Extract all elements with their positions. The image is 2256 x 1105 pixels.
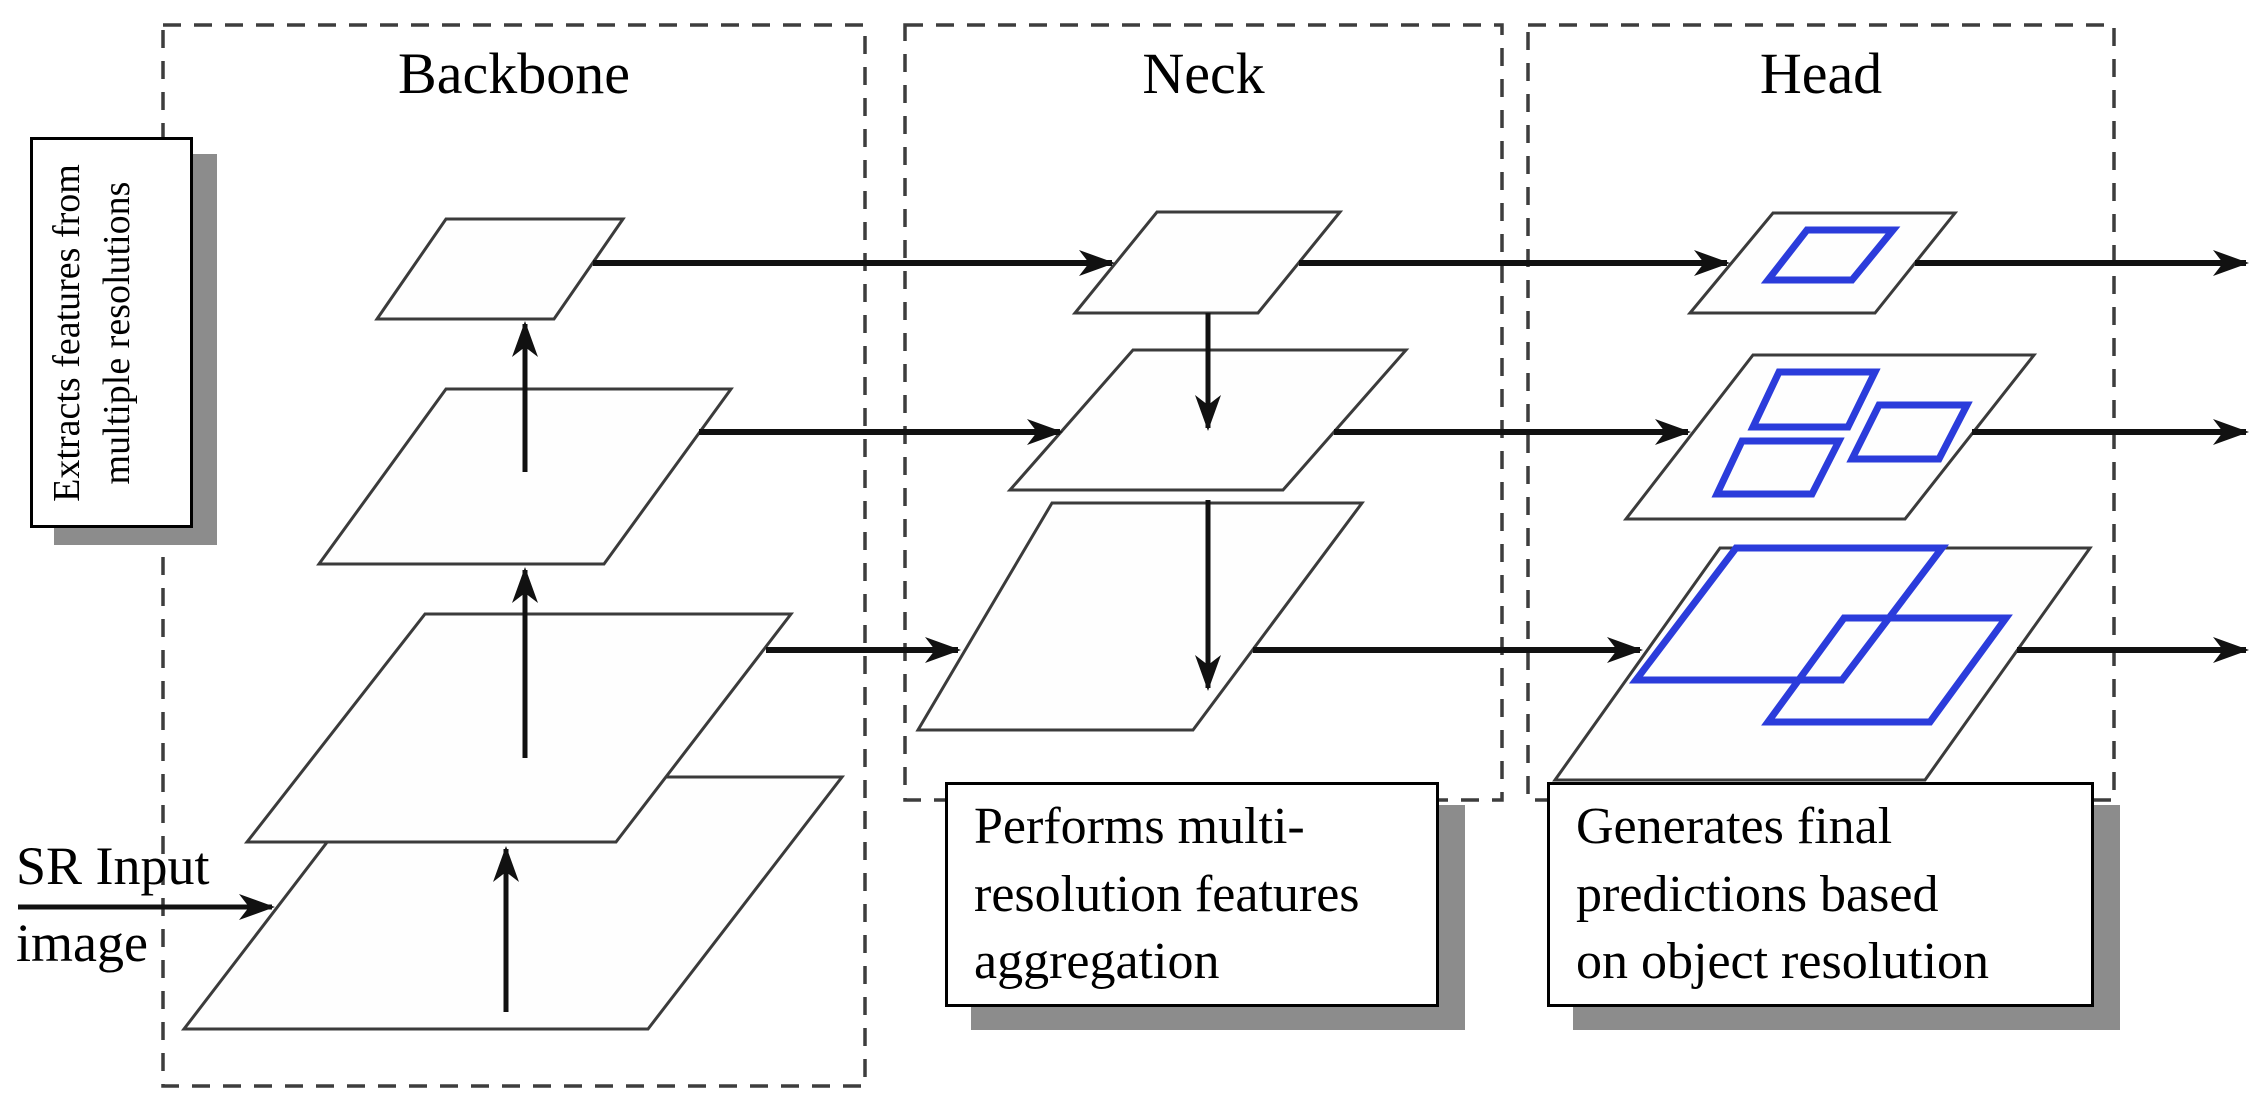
backbone-feature-map-medium [316, 387, 734, 566]
prediction-box-large-2 [1761, 614, 2013, 726]
backbone-feature-map-small [374, 217, 626, 321]
prediction-box-medium-1 [1747, 368, 1881, 431]
neck-feature-map-small [1071, 210, 1344, 315]
head-title: Head [1759, 41, 1883, 106]
backbone-feature-map-large [243, 612, 795, 844]
prediction-box-medium-2 [1711, 437, 1845, 498]
backbone-note-box: Extracts features from multiple resoluti… [30, 137, 193, 528]
backbone-title: Backbone [398, 41, 630, 106]
neck-title: Neck [1142, 41, 1265, 106]
neck-feature-map-large [915, 501, 1365, 732]
backbone-dashed-box [161, 23, 867, 1088]
head-feature-map-medium [1622, 353, 2038, 521]
head-feature-map-large [1552, 546, 2093, 782]
backbone-note-text: Extracts features from multiple resoluti… [45, 163, 138, 502]
neck-note-box: Performs multi- resolution features aggr… [945, 782, 1439, 1007]
prediction-box-small [1760, 226, 1901, 284]
input-label: SR Input image [16, 836, 210, 973]
neck-dashed-box [903, 23, 1504, 802]
prediction-box-medium-3 [1846, 401, 1973, 463]
head-note-box: Generates final predictions based on obj… [1547, 782, 2094, 1007]
prediction-box-large-1 [1628, 544, 1950, 684]
